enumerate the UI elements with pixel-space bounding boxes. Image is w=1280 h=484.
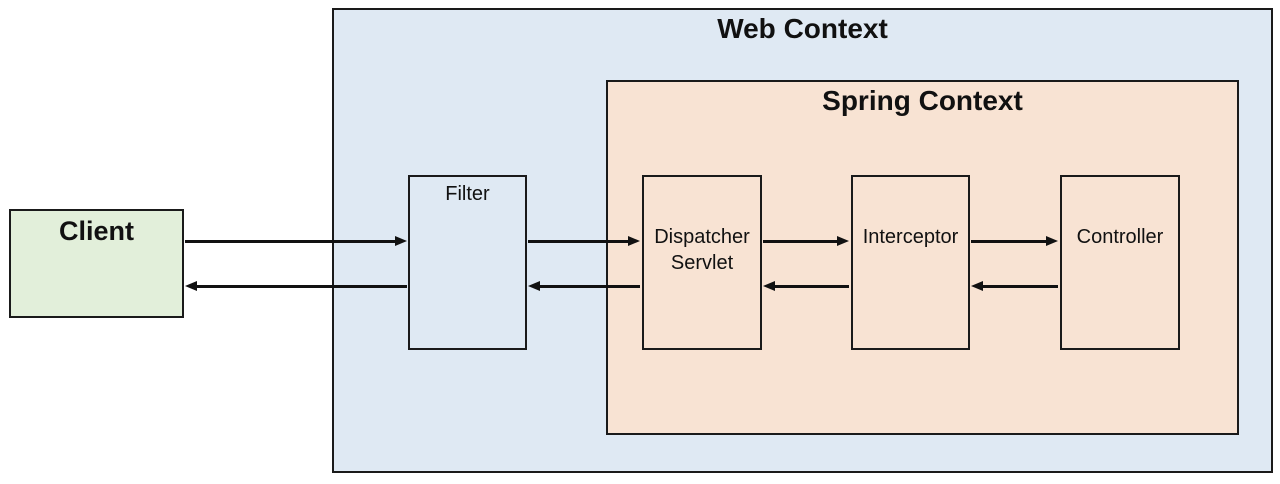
web-context-title: Web Context — [717, 13, 888, 44]
interceptor-label: Interceptor — [862, 226, 959, 248]
arrow-filter-to-client — [197, 285, 407, 288]
arrow-dispatcher-servlet-to-interceptor — [763, 240, 837, 243]
spring-context-title: Spring Context — [822, 85, 1023, 116]
arrow-dispatcher-servlet-to-filter — [540, 285, 640, 288]
arrow-interceptor-to-dispatcher-servlet — [775, 285, 849, 288]
arrow-filter-to-dispatcher-servlet — [528, 240, 628, 243]
interceptor-node: Interceptor — [851, 175, 970, 350]
client-node: Client — [9, 209, 184, 318]
arrow-interceptor-to-controller — [971, 240, 1046, 243]
filter-node: Filter — [408, 175, 527, 350]
client-label: Client — [58, 216, 134, 246]
dispatcher-servlet-node: Dispatcher Servlet — [642, 175, 762, 350]
controller-label: Controller — [1076, 226, 1164, 248]
arrow-client-to-filter — [185, 240, 395, 243]
controller-node: Controller — [1060, 175, 1180, 350]
spring-context-container: Spring Context Dispatcher Servlet Interc… — [606, 80, 1239, 435]
arrow-controller-to-interceptor — [983, 285, 1058, 288]
web-context-container: Web Context Filter Spring Context Dispat… — [332, 8, 1273, 473]
filter-label: Filter — [445, 183, 490, 205]
dispatcher-servlet-label: Dispatcher Servlet — [654, 226, 750, 274]
